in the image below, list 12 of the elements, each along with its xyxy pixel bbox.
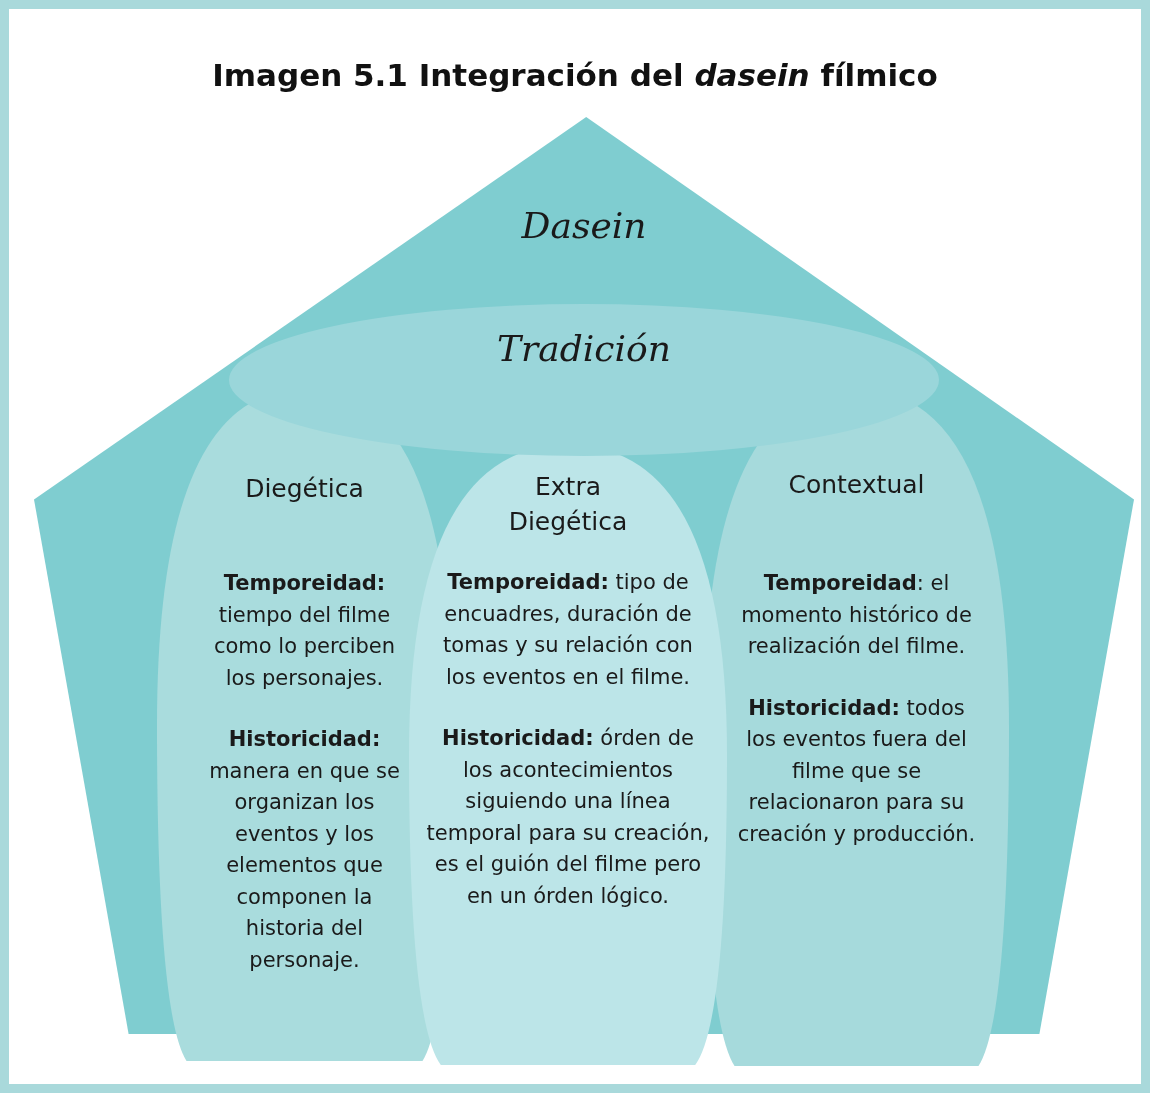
- diagram-title: Imagen 5.1 Integración del dasein fílmico: [211, 57, 939, 93]
- description-text: Temporeidad: tiempo del filme como lo perciben los personajes.: [212, 570, 397, 692]
- description-text: Temporeidad: el momento histórico de realización del filme.: [740, 570, 973, 660]
- column-heading: Extra Diegética: [507, 471, 629, 538]
- shape-label: Tradición: [496, 328, 672, 369]
- description-text: Historicidad: manera en que se organizan los eventos y los elementos que componen la historia del personaje.: [208, 726, 401, 974]
- description-text: Historicidad: todos los eventos fuera del filme que se relacionaron para su creación y producción.: [736, 694, 977, 848]
- column-heading: Contextual: [788, 469, 925, 501]
- description-text: Historicidad: órden de los acontecimientos siguiendo una línea temporal para su creación, es el guión del filme pero en un órden lógico.: [425, 725, 711, 910]
- shape-label: Dasein: [520, 205, 648, 246]
- description-text: Temporeidad: tipo de encuadres, duración de tomas y su relación con los eventos en el filme.: [442, 569, 694, 691]
- column-heading: Diegética: [245, 473, 364, 505]
